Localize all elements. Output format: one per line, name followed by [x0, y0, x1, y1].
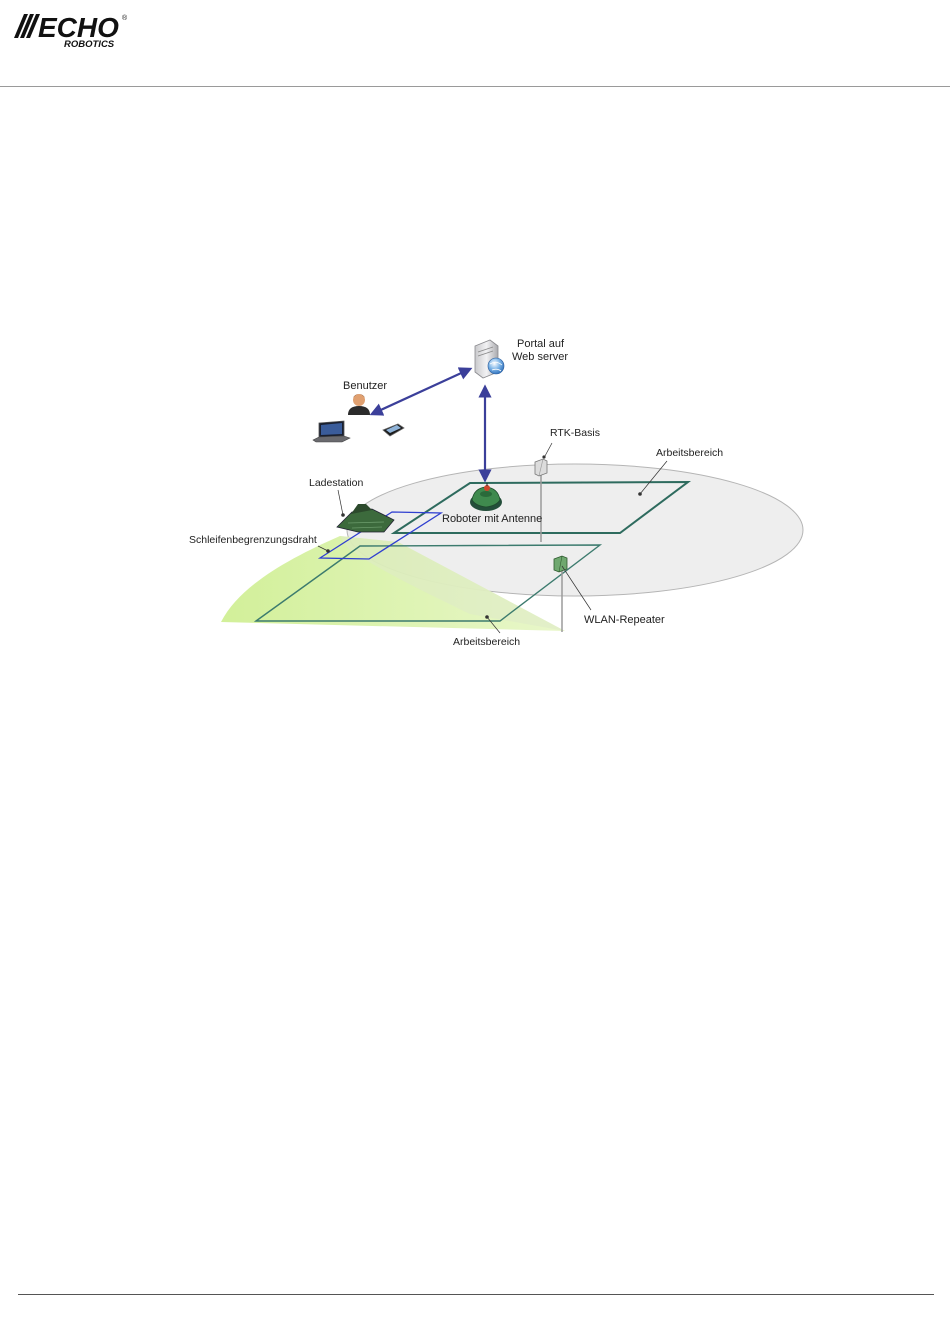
footer-divider	[18, 1294, 934, 1295]
label-work-area-bottom: Arbeitsbereich	[453, 636, 520, 648]
rtk-antenna-icon	[535, 455, 547, 476]
dot-boundary-wire	[326, 549, 330, 553]
leader-station	[338, 490, 343, 515]
dot-work-area-top	[638, 492, 642, 496]
dot-work-area-bottom	[485, 615, 489, 619]
label-portal-line2: Web server	[512, 351, 568, 363]
label-work-area-top: Arbeitsbereich	[656, 447, 723, 459]
label-boundary-wire: Schleifenbegrenzungsdraht	[189, 534, 317, 546]
person-icon	[348, 394, 370, 415]
label-user: Benutzer	[343, 380, 387, 392]
label-portal-line1: Portal auf	[517, 338, 565, 350]
label-rtk-base: RTK-Basis	[550, 427, 600, 439]
dot-station	[341, 513, 345, 517]
server-globe-icon	[475, 340, 504, 378]
smartphone-icon	[383, 424, 404, 436]
leader-rtk	[545, 443, 552, 456]
label-charging-station: Ladestation	[309, 477, 363, 489]
laptop-icon	[313, 421, 350, 442]
label-wifi-repeater: WLAN-Repeater	[584, 614, 665, 626]
wifi-repeater-icon	[554, 556, 567, 572]
label-robot: Roboter mit Antenne	[442, 513, 542, 525]
